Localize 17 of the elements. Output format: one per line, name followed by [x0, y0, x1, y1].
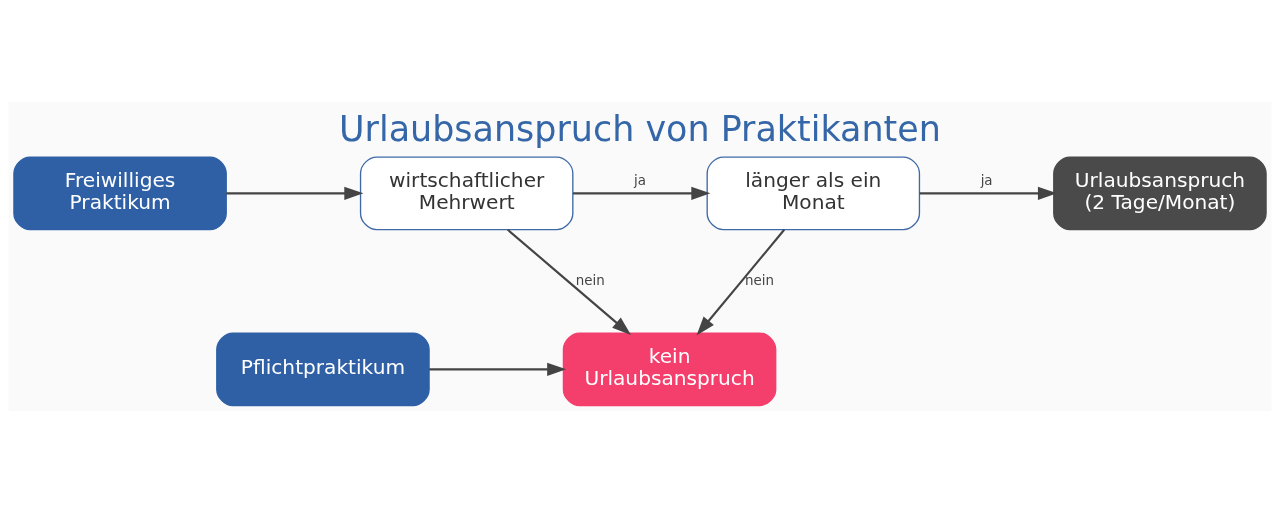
arrow: [226, 186, 364, 200]
arrow: [507, 228, 632, 335]
edge-label: ja: [634, 172, 646, 188]
edge-label: nein: [745, 272, 775, 288]
node-box: länger als ein Monat: [706, 155, 921, 230]
arrow: [573, 186, 711, 200]
node-box: kein Urlaubsanspruch: [562, 331, 777, 406]
arrow: [696, 228, 786, 335]
node-box: Urlaubsanspruch (2 Tage/Monat): [1053, 155, 1267, 230]
arrow: [919, 186, 1058, 200]
node-box: wirtschaftlicher Mehrwert: [359, 155, 574, 230]
edge-label: ja: [980, 172, 993, 188]
node-box: Freiwilliges Praktikum: [13, 155, 227, 230]
arrow: [429, 362, 567, 376]
diagram-title: Urlaubsanspruch von Praktikanten: [339, 108, 941, 149]
node-box: Pflichtpraktikum: [216, 331, 430, 406]
edge-label: nein: [575, 272, 605, 288]
